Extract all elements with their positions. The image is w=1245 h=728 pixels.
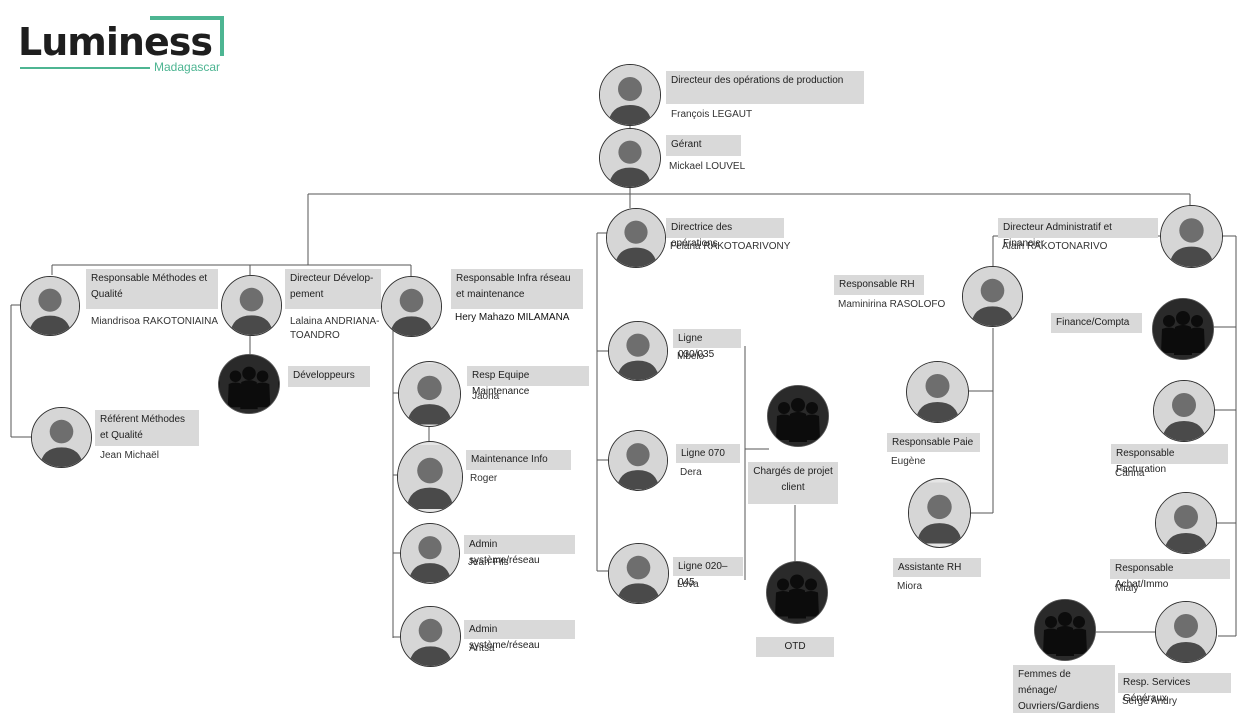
name-maminirina: Maminirina RASOLOFO (838, 299, 946, 310)
photo-jean-fils (400, 523, 460, 584)
photo-felana (606, 208, 666, 268)
photo-lova (608, 543, 669, 604)
name-jean-fils: Jean-Fils (468, 557, 509, 568)
role-finance-compta: Finance/Compta (1051, 313, 1142, 333)
name-mickael-louvel: Mickael LOUVEL (669, 161, 746, 172)
role-charges-projet-client: Chargés de projet client (748, 462, 838, 504)
group-icon-finance-compta (1152, 298, 1214, 360)
photo-carina (1153, 380, 1215, 442)
role-directeur-administratif-financier: Directeur Administratif et Financier (998, 218, 1158, 249)
role-responsable-rh: Responsable RH (834, 275, 924, 295)
role-ligne-020-045: Ligne 020–045 (673, 557, 743, 588)
role-directrice-operations: Directrice des opérations (666, 218, 784, 249)
name-francois-legaut: François LEGAUT (671, 109, 753, 120)
name-dera: Dera (680, 467, 702, 478)
name-eugene: Eugène (891, 456, 926, 467)
role-gerant: Gérant (666, 135, 741, 156)
name-jaona: Jaona (472, 391, 500, 402)
name-lalaina: Lalaina ANDRIANA-TOANDRO (290, 316, 380, 341)
photo-alain (1160, 205, 1223, 268)
photo-miandrisoa (20, 276, 80, 336)
role-resp-services-generaux: Resp. Services Généraux (1118, 673, 1231, 704)
name-carina: Carina (1115, 468, 1145, 479)
role-assistante-rh: Assistante RH (893, 558, 981, 577)
photo-roger (397, 441, 463, 513)
photo-hery-mahazo (381, 276, 442, 337)
role-otd: OTD (756, 637, 834, 657)
role-responsable-infra: Responsable Infra réseau et maintenance (451, 269, 583, 309)
group-icon-femmes-menage (1034, 599, 1096, 661)
name-hery-mahazo: Hery Mahazo MILAMANA (455, 312, 570, 323)
name-miora: Miora (897, 581, 923, 592)
group-icon-otd (766, 561, 828, 624)
logo-underline (20, 67, 150, 69)
photo-jaona (398, 361, 461, 427)
role-responsable-facturation: Responsable Facturation (1111, 444, 1228, 475)
role-responsable-achat-immo: Responsable Achat/Immo (1110, 559, 1230, 590)
name-antsa: Antsa (469, 643, 495, 654)
role-developpeurs: Développeurs (288, 366, 370, 387)
name-roger: Roger (470, 473, 498, 484)
role-ligne-030-035: Ligne 030/035 (673, 329, 741, 360)
photo-antsa (400, 606, 461, 667)
role-resp-equipe-maintenance: Resp Equipe Maintenance (467, 366, 589, 397)
role-admin-systeme-reseau-1: Admin système/réseau (464, 535, 575, 566)
role-responsable-methodes-qualite: Responsable Méthodes et Qualité (86, 269, 218, 309)
photo-francois-legaut (599, 64, 661, 126)
name-serge-andry: Serge Andry (1122, 696, 1178, 707)
name-mbelo: Mbelo (677, 351, 705, 362)
photo-maminirina (962, 266, 1023, 327)
photo-mialy (1155, 492, 1217, 554)
role-responsable-paie: Responsable Paie (887, 433, 980, 452)
role-admin-systeme-reseau-2: Admin système/réseau (464, 620, 575, 651)
name-jean-michael: Jean Michaël (100, 450, 159, 461)
role-directeur-developpement: Directeur Dévelop-pement (285, 269, 381, 309)
role-referent-methodes-qualite: Référent Méthodes et Qualité (95, 410, 199, 446)
name-alain: Alain RAKOTONARIVO (1002, 241, 1108, 252)
group-icon-developpeurs (218, 354, 280, 414)
photo-mbelo (608, 321, 668, 381)
name-mialy: Mialy (1115, 583, 1139, 594)
name-miandrisoa: Miandrisoa RAKOTONIAINA (91, 316, 219, 327)
group-icon-charges-projet (767, 385, 829, 447)
role-femmes-menage-ouvriers-gardiens: Femmes de ménage/ Ouvriers/Gardiens (1013, 665, 1115, 713)
photo-mickael-louvel (599, 128, 661, 188)
photo-eugene (906, 361, 969, 423)
photo-jean-michael (31, 407, 92, 468)
role-maintenance-info: Maintenance Info (466, 450, 571, 470)
photo-miora (908, 478, 971, 548)
role-ligne-070: Ligne 070 (676, 444, 740, 463)
photo-lalaina (221, 275, 282, 336)
logo-subtitle: Madagascar (154, 60, 221, 74)
name-lova: Lova (677, 579, 699, 590)
name-felana: Felana RAKOTOARIVONY (670, 241, 791, 252)
photo-serge-andry (1155, 601, 1217, 663)
photo-dera (608, 430, 668, 491)
role-directeur-operations-production: Directeur des opérations de production (666, 71, 864, 104)
logo: Luminess (18, 20, 213, 64)
logo-frame (150, 16, 224, 56)
